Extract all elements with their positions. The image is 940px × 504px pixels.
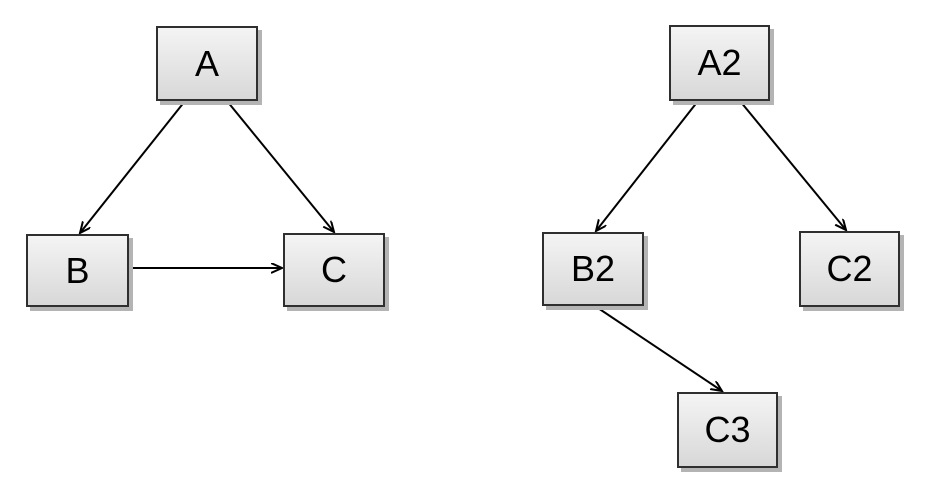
- edge-A2-C2: [739, 100, 846, 230]
- node-A[interactable]: A: [156, 26, 258, 101]
- node-label: A2: [697, 42, 742, 83]
- node-label: C3: [704, 409, 751, 450]
- node-A2[interactable]: A2: [669, 25, 770, 101]
- node-C2[interactable]: C2: [799, 231, 900, 307]
- node-B2[interactable]: B2: [542, 232, 644, 306]
- node-label: C2: [826, 248, 873, 289]
- node-B[interactable]: B: [26, 234, 129, 307]
- node-label: C: [321, 249, 347, 290]
- node-C3[interactable]: C3: [677, 392, 778, 468]
- edge-A2-B2: [596, 100, 699, 231]
- node-C[interactable]: C: [283, 233, 385, 307]
- node-label: A: [194, 42, 219, 84]
- node-label: B: [65, 249, 90, 291]
- edge-A-C: [226, 100, 334, 232]
- edge-B2-C3: [594, 305, 722, 391]
- node-label: B2: [570, 248, 616, 289]
- edge-A-B: [80, 100, 186, 233]
